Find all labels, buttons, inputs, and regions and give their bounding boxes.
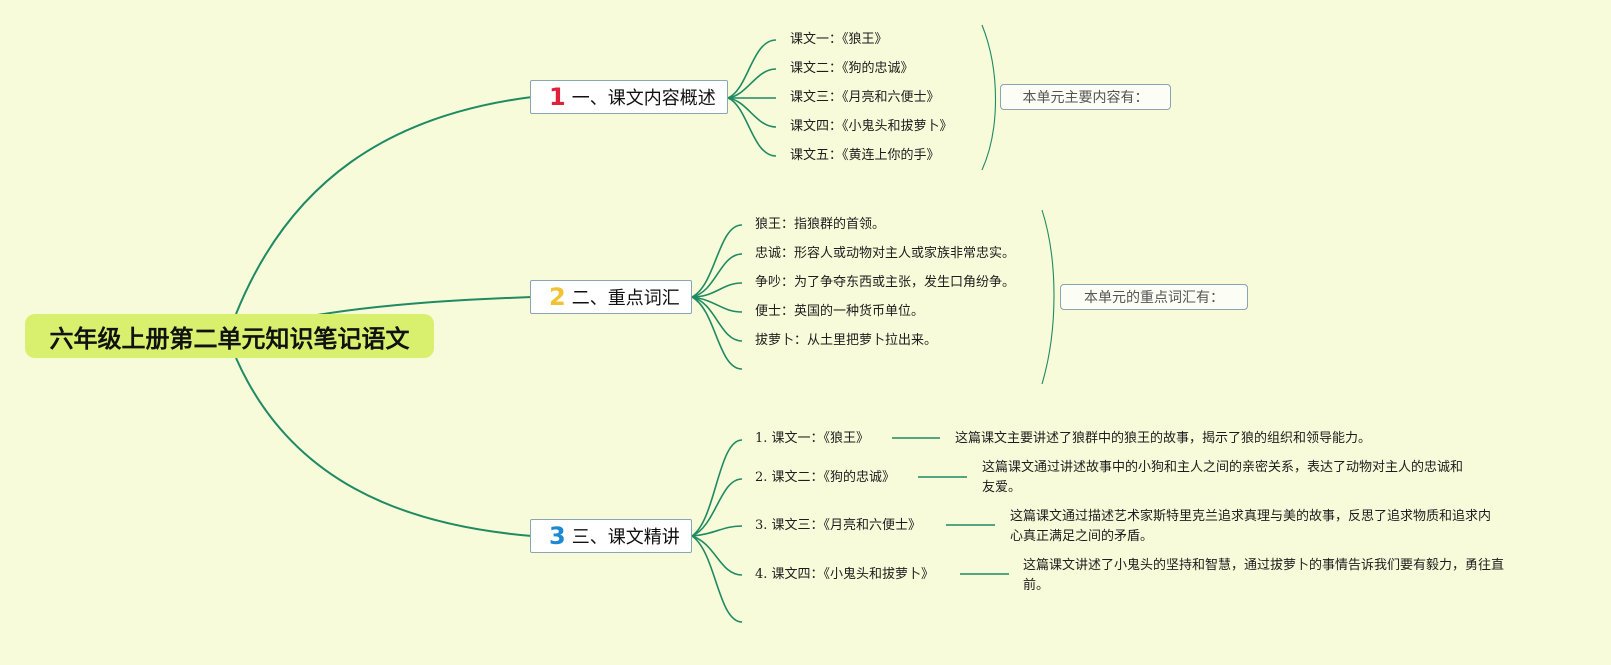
branch-2-item-2[interactable]: 忠诚：形容人或动物对主人或家族非常忠实。 [755,246,1016,261]
branch-2-item-5[interactable]: 拔萝卜：从土里把萝卜拉出来。 [755,333,938,348]
branch-3-item-1[interactable]: 1. 课文一：《狼王》 [755,431,870,446]
branch-1-summary-label: 本单元主要内容有： [1022,90,1149,106]
branch-2-item-3[interactable]: 争吵：为了争夺东西或主张，发生口角纷争。 [755,275,1016,290]
branch-3-item-3[interactable]: 3. 课文三：《月亮和六便士》 [755,518,922,533]
branch-1-summary[interactable]: 本单元主要内容有： [1000,84,1171,110]
branch-1-number-icon: 1 [549,83,566,111]
branch-3-item-1-description[interactable]: 这篇课文主要讲述了狼群中的狼王的故事，揭示了狼的组织和领导能力。 [955,431,1372,446]
branch-3-item-3-description[interactable]: 这篇课文通过描述艺术家斯特里克兰追求真理与美的故事，反思了追求物质和追求内心真正… [1010,509,1492,544]
branch-3-item-2[interactable]: 2. 课文二：《狗的忠诚》 [755,470,896,485]
root-title: 六年级上册第二单元知识笔记语文 [49,324,410,353]
branch-2-item-1[interactable]: 狼王：指狼群的首领。 [755,217,886,232]
branch-2-label: 二、重点词汇 [571,288,680,309]
branch-1-item-4[interactable]: 课文四：《小鬼头和拔萝卜》 [790,119,953,134]
branch-3-node[interactable]: 3 三、课文精讲 [530,519,692,553]
branch-2-summary[interactable]: 本单元的重点词汇有： [1060,284,1248,310]
branch-1-item-2[interactable]: 课文二：《狗的忠诚》 [790,61,914,76]
branch-3-item-4[interactable]: 4. 课文四：《小鬼头和拔萝卜》 [755,567,935,582]
branch-2-node[interactable]: 2 二、重点词汇 [530,280,692,314]
root-topic[interactable]: 六年级上册第二单元知识笔记语文 [25,314,434,358]
branch-1-item-1[interactable]: 课文一：《狼王》 [790,32,888,47]
branch-1-item-5[interactable]: 课文五：《黄连上你的手》 [790,148,940,163]
branch-3-number-icon: 3 [549,522,566,550]
branch-2-summary-label: 本单元的重点词汇有： [1084,290,1224,306]
branch-3-item-4-description[interactable]: 这篇课文讲述了小鬼头的坚持和智慧，通过拔萝卜的事情告诉我们要有毅力，勇往直前。 [1023,558,1505,593]
branch-2-item-4[interactable]: 便士：英国的一种货币单位。 [755,304,925,319]
branch-1-label: 一、课文内容概述 [571,88,716,109]
branch-2-number-icon: 2 [549,283,566,311]
branch-3-item-2-description[interactable]: 这篇课文通过讲述故事中的小狗和主人之间的亲密关系，表达了动物对主人的忠诚和友爱。 [982,460,1464,495]
branch-1-node[interactable]: 1 一、课文内容概述 [530,80,728,114]
branch-3-label: 三、课文精讲 [571,527,680,548]
branch-1-item-3[interactable]: 课文三：《月亮和六便士》 [790,90,940,105]
